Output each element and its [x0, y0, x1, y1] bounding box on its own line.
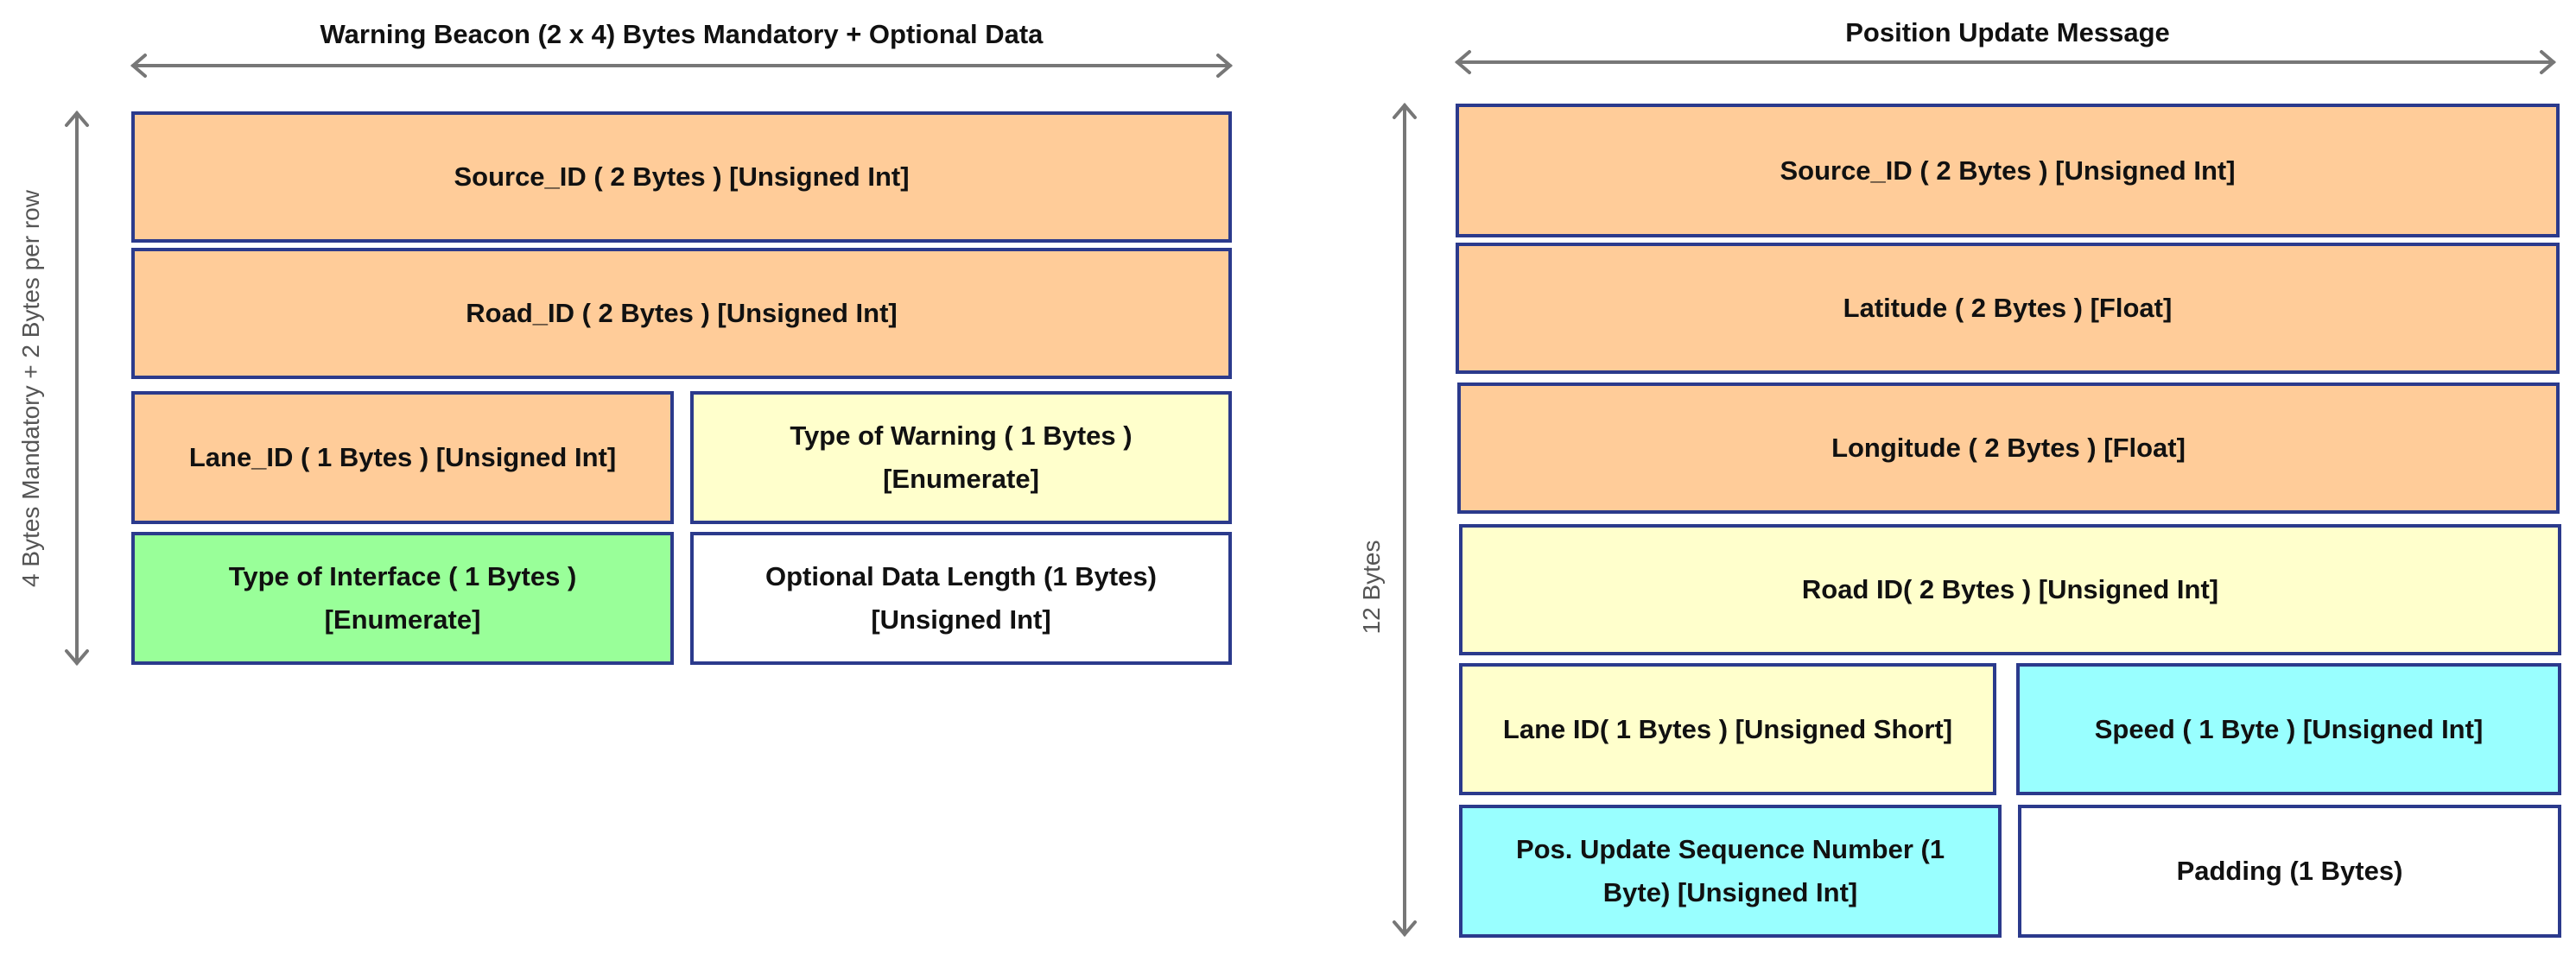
warning-beacon-side-label: 4 Bytes Mandatory + 2 Bytes per row: [17, 190, 44, 587]
field-latitude: Latitude ( 2 Bytes ) [Float]: [1456, 243, 2560, 374]
field-longitude: Longitude ( 2 Bytes ) [Float]: [1457, 383, 2560, 514]
field-lane-id: Lane_ID ( 1 Bytes ) [Unsigned Int]: [131, 391, 674, 524]
height-arrow-position-update: [1393, 102, 1417, 938]
width-arrow-warning-beacon: [130, 54, 1234, 78]
field-road-id: Road_ID ( 2 Bytes ) [Unsigned Int]: [131, 248, 1232, 379]
field-type-of-interface: Type of Interface ( 1 Bytes ) [Enumerate…: [131, 532, 674, 665]
field-optional-data-length: Optional Data Length (1 Bytes) [Unsigned…: [690, 532, 1232, 665]
field-type-of-warning: Type of Warning ( 1 Bytes ) [Enumerate]: [690, 391, 1232, 524]
field-pos-update-sequence-number: Pos. Update Sequence Number (1 Byte) [Un…: [1459, 805, 2002, 938]
position-update-side-label: 12 Bytes: [1358, 540, 1385, 635]
field-padding: Padding (1 Bytes): [2018, 805, 2561, 938]
field-speed: Speed ( 1 Byte ) [Unsigned Int]: [2016, 663, 2561, 795]
width-arrow-position-update: [1454, 50, 2557, 74]
warning-beacon-title: Warning Beacon (2 x 4) Bytes Mandatory +…: [320, 19, 1044, 49]
height-arrow-warning-beacon: [65, 110, 89, 667]
position-update-title: Position Update Message: [1845, 17, 2170, 47]
field-source-id: Source_ID ( 2 Bytes ) [Unsigned Int]: [1456, 104, 2560, 237]
field-lane-id: Lane ID( 1 Bytes ) [Unsigned Short]: [1459, 663, 1996, 795]
field-source-id: Source_ID ( 2 Bytes ) [Unsigned Int]: [131, 111, 1232, 243]
field-road-id: Road ID( 2 Bytes ) [Unsigned Int]: [1459, 524, 2561, 655]
